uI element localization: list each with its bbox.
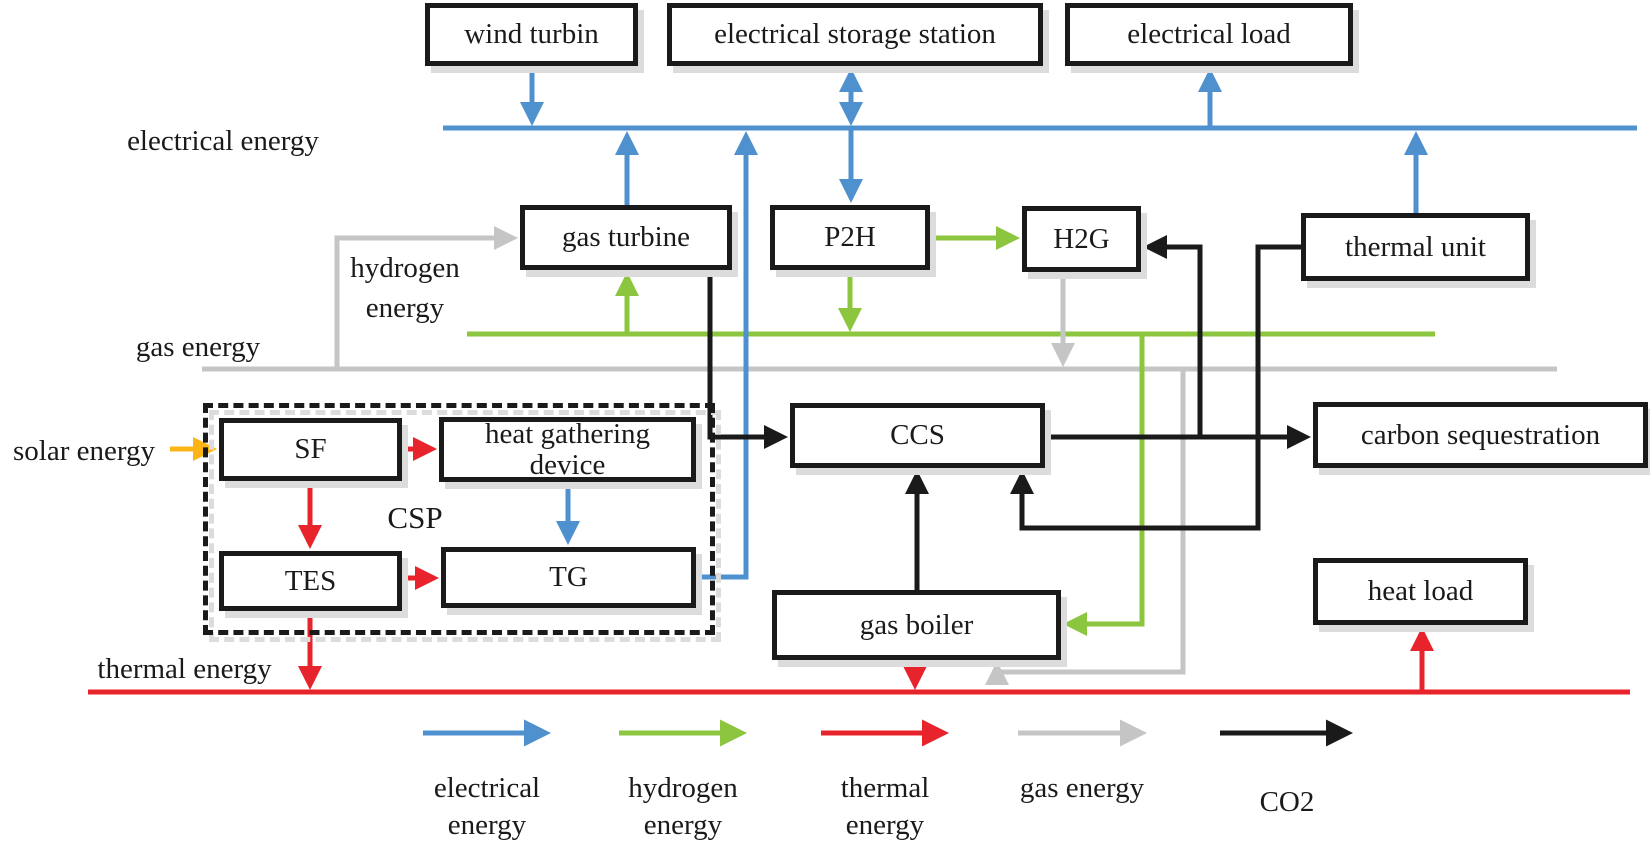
node-heat-gathering-device: heat gathering device [439, 417, 696, 482]
wire-storage-bus-biarrow [839, 68, 863, 126]
node-sf: SF [219, 418, 402, 481]
node-ccs: CCS [790, 403, 1045, 468]
wire-bus-to-p2h [839, 130, 863, 203]
wire-h2g-to-gasbus [1051, 272, 1075, 367]
node-electrical-storage-station: electrical storage station [667, 3, 1043, 66]
wire-gasturbine-to-ccs [707, 270, 788, 449]
legend-label-co2: CO2 [1259, 786, 1315, 818]
wire-thermalunit-to-bus [1404, 131, 1428, 213]
node-tg: TG [441, 547, 696, 608]
wire-legend-arrow-gas [1018, 719, 1147, 747]
node-wind-turbine: wind turbin [425, 3, 638, 66]
wire-wind-to-bus [520, 66, 544, 126]
legend-label-electrical: electrical energy [433, 772, 541, 841]
wire-p2h-to-h2bus [838, 270, 862, 332]
wire-thermalunit-to-ccs [1010, 244, 1301, 531]
node-h2g: H2G [1022, 206, 1141, 272]
wire-h2bus-to-gasturbine [615, 272, 639, 334]
electrical-bus-label: electrical energy [127, 125, 319, 157]
wire-legend-arrow-co2 [1220, 719, 1353, 747]
csp-group-label: CSP [387, 500, 443, 535]
wire-bus-to-load [1198, 68, 1222, 128]
gas-bus-label: gas energy [135, 331, 261, 363]
wire-gasboiler-to-ccs [905, 470, 929, 590]
wire-ccs-to-h2g [1143, 235, 1203, 437]
solar-energy-label: solar energy [13, 435, 155, 467]
wire-h2bus-to-gasboiler [1063, 334, 1145, 636]
wire-p2h-to-h2g [930, 226, 1020, 250]
wire-gasturbine-to-bus [615, 131, 639, 205]
wire-thermalbus-to-heatload [1410, 627, 1434, 692]
node-heat-load: heat load [1313, 558, 1528, 625]
legend-label-thermal: thermal energy [840, 772, 930, 841]
node-gas-turbine: gas turbine [520, 205, 732, 270]
legend-label-gas: gas energy [1019, 772, 1145, 804]
node-thermal-unit: thermal unit [1301, 213, 1530, 281]
node-carbon-sequestration: carbon sequestration [1313, 402, 1648, 468]
wire-legend-arrow-electrical [423, 719, 551, 747]
wire-ccs-to-carbonseq [1045, 425, 1311, 449]
node-tes: TES [219, 551, 402, 611]
legend-label-hydrogen: hydrogen energy [628, 772, 738, 841]
wire-legend-arrow-hydrogen [619, 719, 747, 747]
wire-legend-arrow-thermal [821, 719, 949, 747]
wire-gasboiler-to-thermalbus [903, 660, 927, 690]
node-gas-boiler: gas boiler [772, 590, 1061, 660]
hydrogen-bus-label: hydrogen energy [350, 252, 460, 324]
node-p2h: P2H [770, 205, 930, 270]
node-electrical-load: electrical load [1065, 3, 1353, 66]
thermal-bus-label: thermal energy [97, 653, 272, 685]
